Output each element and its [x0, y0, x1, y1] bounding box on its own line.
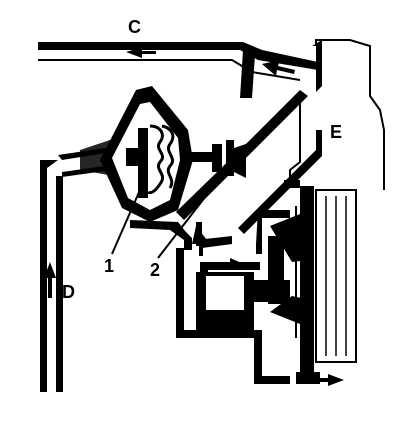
label-e: E	[330, 122, 342, 142]
left-coolant-pipe	[40, 160, 63, 392]
water-pump	[196, 206, 310, 338]
flow-arrow-top	[126, 47, 156, 58]
pump-impeller-housing	[284, 180, 357, 384]
thermostat-valve	[126, 124, 220, 198]
label-d: D	[62, 282, 75, 302]
housing-outlet	[130, 220, 232, 250]
flow-arrow-up-left	[44, 262, 56, 298]
flow-arrow-top-right	[262, 60, 295, 76]
label-2: 2	[150, 260, 160, 280]
flow-arrow-down	[192, 226, 210, 256]
bypass-channel	[176, 90, 322, 234]
label-c: C	[128, 17, 141, 37]
flow-arrow-pump-inlet	[212, 258, 244, 270]
engine-block-wall	[289, 39, 385, 190]
leader-line-2	[157, 169, 227, 259]
leader-line-1	[111, 189, 141, 255]
label-1: 1	[104, 256, 114, 276]
